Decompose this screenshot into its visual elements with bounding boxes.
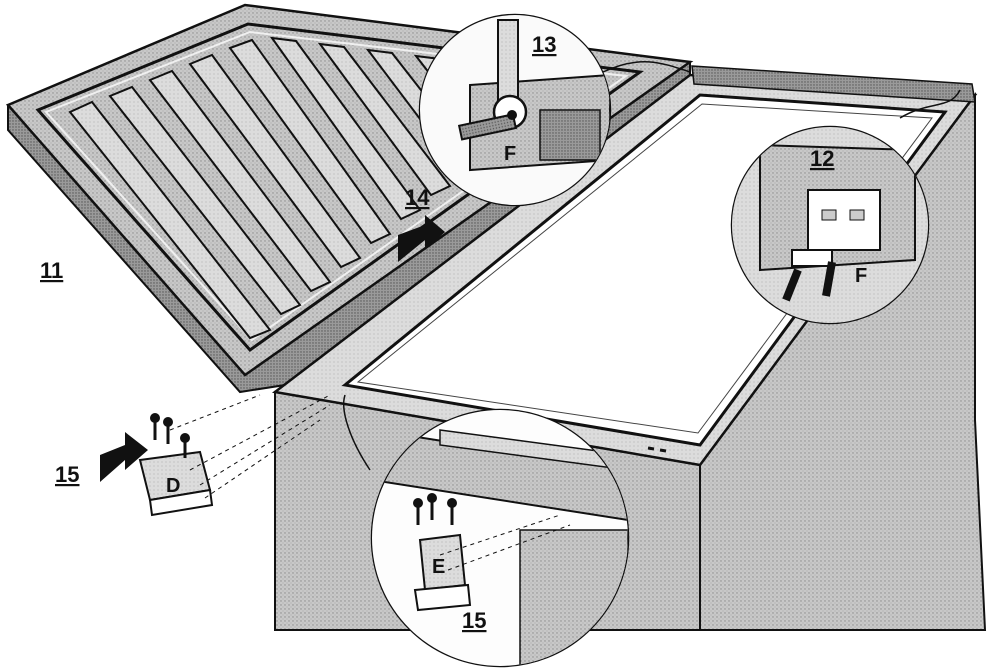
arrow-15-left	[100, 432, 148, 482]
step-label-15-bottom: 15	[462, 608, 486, 633]
arrow-14	[398, 215, 445, 262]
step-label-13: 13	[532, 32, 556, 57]
hinge-left: D	[138, 394, 331, 517]
part-label-e: E	[432, 556, 445, 578]
step-label-14: 14	[405, 185, 430, 210]
step-label-15-left: 15	[55, 462, 79, 487]
part-label-f-top: F	[504, 143, 516, 165]
hinge-detail-right: 12 F	[730, 125, 930, 325]
hinge-detail-bottom: E 15	[343, 394, 630, 668]
step-label-11: 11	[40, 258, 63, 283]
step-label-12: 12	[810, 146, 834, 171]
hinge-detail-top: 13 F	[418, 13, 691, 207]
part-label-f-right: F	[855, 265, 867, 287]
part-label-d: D	[166, 475, 180, 497]
